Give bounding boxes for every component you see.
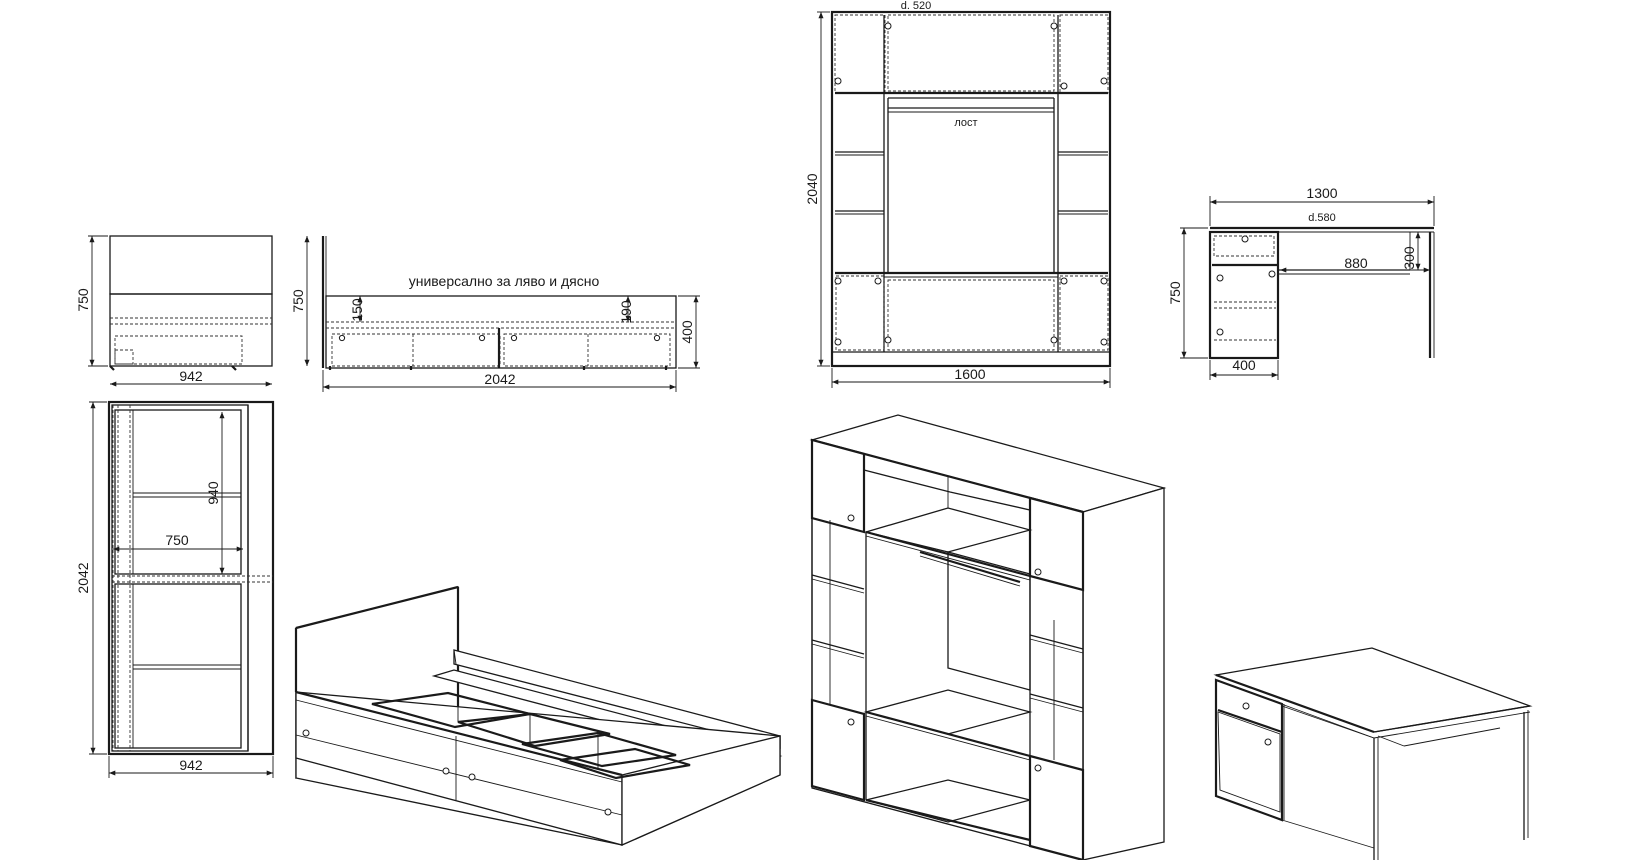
bed-gap-150-label: 150 <box>349 298 365 322</box>
desk-front-view: 1300 d.580 880 300 750 400 <box>1167 185 1435 380</box>
tall-wardrobe-height-label: 2042 <box>75 562 91 593</box>
bed-front-view: 750 942 <box>75 235 273 387</box>
wardrobe-depth-label: d. 520 <box>901 0 932 12</box>
desk-width-label: 1300 <box>1306 185 1337 201</box>
desk-isometric-view <box>1213 647 1533 860</box>
desk-height-label: 750 <box>1167 281 1183 305</box>
desk-depth-label: d.580 <box>1308 212 1336 224</box>
tall-wardrobe-shelf-height-label: 940 <box>205 481 221 505</box>
bed-front-width-label: 942 <box>179 368 203 384</box>
wardrobe-height-label: 2040 <box>804 173 820 204</box>
bed-front-height-label: 750 <box>75 288 91 312</box>
wardrobe-rail-label: лост <box>954 117 977 129</box>
wardrobe-front-view: лост d. 520 2040 1600 <box>804 0 1112 388</box>
tall-wardrobe-width-label: 942 <box>179 757 203 773</box>
bed-isometric-view <box>294 585 783 846</box>
wardrobe-isometric-view <box>809 414 1167 860</box>
desk-cabinet-width-label: 400 <box>1232 357 1256 373</box>
bed-side-view: универсално за ляво и дясно 750 150 190 … <box>290 236 700 392</box>
wardrobe-width-label: 1600 <box>954 366 985 382</box>
desk-drawer-depth-label: 300 <box>1401 246 1417 270</box>
tall-wardrobe-inner-width-label: 750 <box>165 532 189 548</box>
bed-universal-note: универсално за ляво и дясно <box>409 273 600 289</box>
bed-length-label: 2042 <box>484 371 515 387</box>
tall-wardrobe-front-view: 940 750 2042 942 <box>75 400 275 778</box>
bed-side-height-label: 750 <box>290 289 306 313</box>
desk-opening-label: 880 <box>1344 255 1368 271</box>
bed-gap-190-label: 190 <box>618 300 634 324</box>
bed-drawer-height-label: 400 <box>679 320 695 344</box>
